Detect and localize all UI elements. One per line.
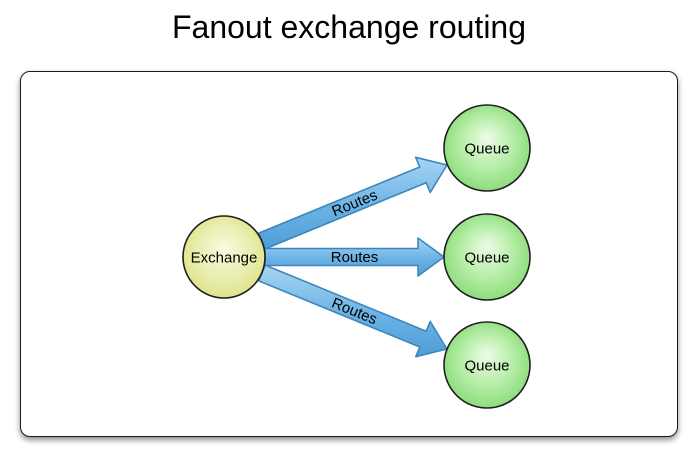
route-label-middle: Routes (331, 249, 379, 266)
queue-node-middle-label: Queue (464, 250, 509, 267)
exchange-node-label: Exchange (191, 250, 258, 267)
queue-node-bottom-label: Queue (464, 358, 509, 375)
page-title: Fanout exchange routing (171, 9, 527, 45)
nodes: Exchange Queue Queue Queue (182, 104, 531, 409)
exchange-node (182, 215, 266, 299)
edges: Routes Routes Routes (258, 156, 448, 358)
route-label-top: Routes (329, 187, 379, 221)
queue-node-middle (443, 213, 531, 301)
route-arrow-bottom (258, 264, 448, 358)
route-label-bottom: Routes (329, 295, 379, 329)
diagram-panel: Routes Routes Routes Exchange Queue Queu… (20, 71, 678, 437)
route-arrow-middle (264, 237, 445, 277)
route-arrow-top (258, 156, 448, 250)
queue-node-bottom (443, 321, 531, 409)
queue-node-top-label: Queue (464, 141, 509, 158)
diagram-canvas: Routes Routes Routes Exchange Queue Queu… (182, 104, 531, 409)
queue-node-top (443, 104, 531, 192)
